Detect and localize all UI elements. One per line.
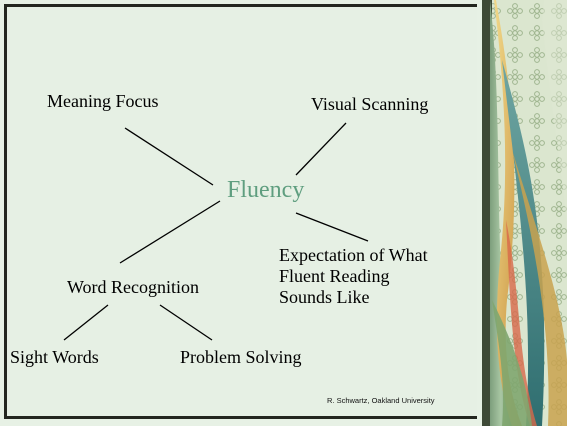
- node-expectation-line-1: Expectation of What: [279, 245, 428, 265]
- decorative-side-panel: [482, 0, 567, 426]
- footer-credit: R. Schwartz, Oakland University: [327, 396, 435, 405]
- connector-expectation: [295, 212, 369, 242]
- node-expectation: Expectation of What Fluent Reading Sound…: [279, 245, 479, 308]
- connector-sight-words: [63, 304, 109, 341]
- node-fluency-center: Fluency: [227, 177, 305, 203]
- node-expectation-line-2: Fluent Reading: [279, 266, 390, 286]
- connector-word-recognition: [119, 200, 221, 264]
- node-expectation-line-3: Sounds Like: [279, 287, 370, 307]
- node-sight-words: Sight Words: [10, 347, 99, 367]
- connector-meaning-focus: [124, 127, 214, 186]
- connector-visual-scanning: [295, 122, 347, 176]
- node-meaning-focus: Meaning Focus: [47, 91, 159, 111]
- slide-frame: [4, 4, 477, 419]
- node-word-recognition: Word Recognition: [67, 277, 200, 297]
- node-problem-solving: Problem Solving: [180, 347, 302, 367]
- connector-problem-solving: [159, 304, 213, 341]
- decorative-pattern-image: [482, 0, 567, 426]
- node-visual-scanning: Visual Scanning: [311, 94, 429, 114]
